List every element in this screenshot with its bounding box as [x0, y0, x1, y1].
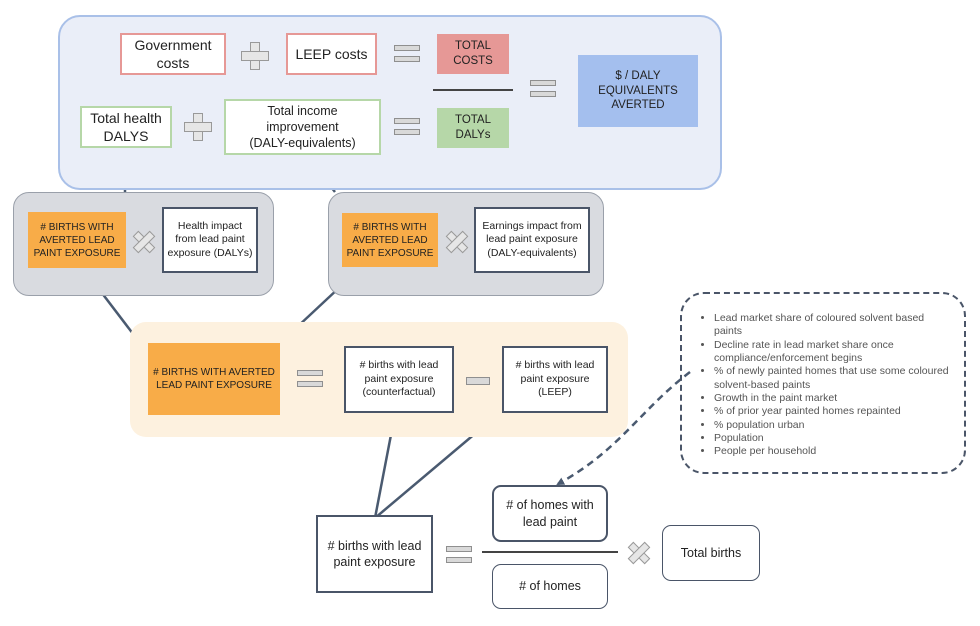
total-dalys-box: TOTAL DALYs: [437, 108, 509, 148]
equals-icon: [297, 370, 323, 388]
leep-births-box: # births with lead paint exposure (LEEP): [502, 346, 608, 413]
leep-costs-box: LEEP costs: [286, 33, 377, 75]
government-costs-box: Government costs: [120, 33, 226, 75]
result-box: $ / DALY EQUIVALENTS AVERTED: [578, 55, 698, 127]
total-income-box: Total income improvement (DALY-equivalen…: [224, 99, 381, 155]
inputs-list-item: People per household: [714, 445, 954, 458]
births-with-lead-box: # births with lead paint exposure: [316, 515, 433, 593]
equals-icon: [394, 118, 420, 136]
health-impact-box: Health impact from lead paint exposure (…: [162, 207, 258, 273]
inputs-list-item: Growth in the paint market: [714, 392, 954, 405]
times-icon: [445, 230, 469, 254]
fraction-line: [433, 89, 513, 91]
equals-icon: [530, 80, 556, 98]
homes-with-lead-box: # of homes with lead paint: [492, 485, 608, 542]
times-icon: [132, 230, 156, 254]
minus-icon: [466, 377, 490, 385]
births-averted-box-left: # BIRTHS WITH AVERTED LEAD PAINT EXPOSUR…: [28, 212, 126, 268]
fraction-line: [482, 551, 618, 553]
homes-box: # of homes: [492, 564, 608, 609]
dashed-connector: [556, 371, 691, 486]
births-averted-box-middle: # BIRTHS WITH AVERTED LEAD PAINT EXPOSUR…: [148, 343, 280, 415]
inputs-list-item: Lead market share of coloured solvent ba…: [714, 312, 954, 339]
equals-icon: [446, 546, 472, 564]
total-health-dalys-box: Total health DALYS: [80, 106, 172, 148]
times-icon: [627, 541, 651, 565]
earnings-impact-box: Earnings impact from lead paint exposure…: [474, 207, 590, 273]
inputs-list-item: % of newly painted homes that use some c…: [714, 365, 954, 392]
equals-icon: [394, 45, 420, 63]
total-births-box: Total births: [662, 525, 760, 581]
births-averted-box-right: # BIRTHS WITH AVERTED LEAD PAINT EXPOSUR…: [342, 213, 438, 267]
plus-icon: [241, 42, 269, 70]
counterfactual-box: # births with lead paint exposure (count…: [344, 346, 454, 413]
inputs-list-item: Population: [714, 432, 954, 445]
inputs-list-item: Decline rate in lead market share once c…: [714, 339, 954, 366]
plus-icon: [184, 113, 212, 141]
inputs-list: Lead market share of coloured solvent ba…: [694, 312, 954, 459]
inputs-list-item: % population urban: [714, 419, 954, 432]
inputs-panel: Lead market share of coloured solvent ba…: [680, 292, 966, 474]
inputs-list-item: % of prior year painted homes repainted: [714, 405, 954, 418]
total-costs-box: TOTAL COSTS: [437, 34, 509, 74]
